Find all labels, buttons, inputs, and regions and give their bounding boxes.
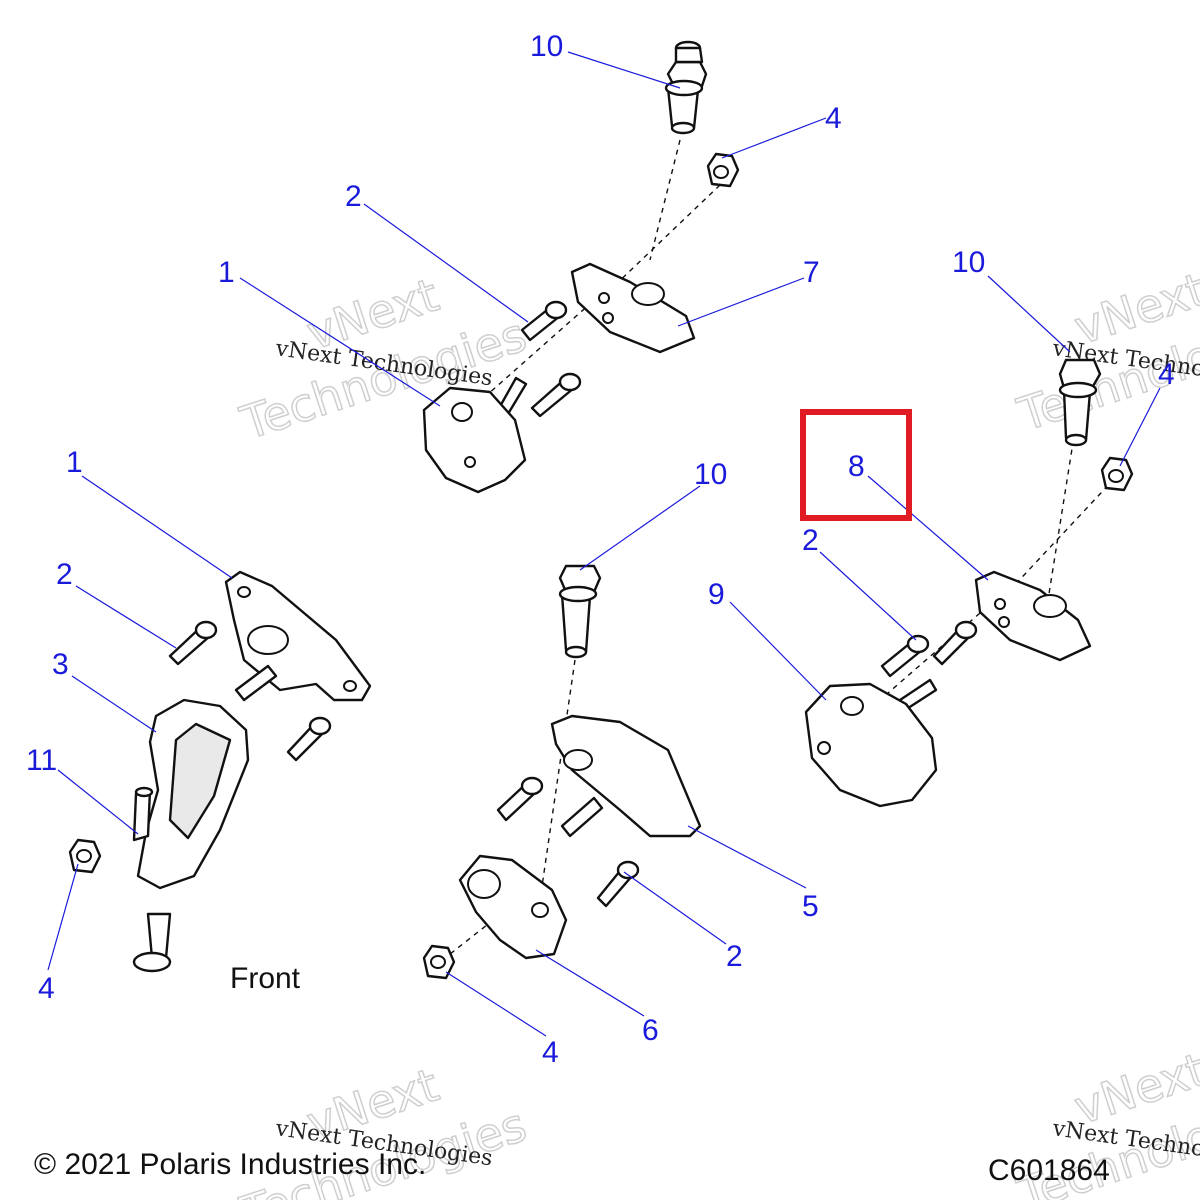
tow-hook-part-3 (136, 698, 250, 890)
callout-1-left: 1 (66, 446, 83, 479)
leader-line (535, 949, 645, 1017)
callouts: 10 4 2 1 7 10 4 8 2 9 10 1 2 3 11 4 5 2 … (26, 30, 1175, 1069)
leader-line (445, 971, 547, 1037)
callout-4-mid: 4 (542, 1036, 559, 1069)
callout-2-left: 2 (56, 558, 73, 591)
leader-line (819, 551, 917, 641)
leader-line (579, 485, 701, 571)
flange-nut (706, 152, 740, 188)
leader-line (677, 277, 805, 327)
top-assembly (422, 40, 740, 494)
button-head-bolt (132, 912, 172, 973)
callout-2-right: 2 (802, 524, 819, 557)
callout-2-mid: 2 (726, 940, 743, 973)
button-head-bolt (932, 620, 978, 666)
watermark-top-right: vNext Technologies (1010, 261, 1200, 442)
engine-mount-part-1 (224, 570, 372, 702)
front-label: Front (230, 962, 301, 995)
engine-mount-part-5 (550, 714, 702, 838)
leader-line (721, 117, 827, 159)
assembly-line (539, 659, 576, 901)
middle-assembly (422, 564, 702, 980)
callout-10-top: 10 (530, 30, 563, 63)
leader-line (687, 825, 807, 889)
left-assembly (68, 570, 372, 973)
leader-line (867, 475, 989, 581)
callout-1-top: 1 (218, 256, 235, 289)
callout-8: 8 (848, 450, 865, 483)
copyright-text: © 2021 Polaris Industries Inc. (34, 1148, 426, 1181)
leader-line (729, 601, 827, 701)
highlight-box (800, 409, 912, 521)
leader-line (1119, 387, 1161, 467)
bushing-part-11 (132, 786, 154, 842)
callout-10-right: 10 (952, 246, 985, 279)
flange-nut (68, 838, 102, 874)
assembly-line (444, 894, 526, 959)
assembly-line (469, 294, 601, 411)
flange-nut (1100, 456, 1134, 492)
callout-6: 6 (642, 1014, 659, 1047)
button-head-bolt (596, 860, 640, 908)
leader-line (567, 51, 681, 89)
callout-4-top: 4 (825, 102, 842, 135)
button-head-bolt (168, 620, 218, 666)
callout-7: 7 (803, 256, 820, 289)
leader-line (987, 275, 1071, 353)
stud (560, 796, 604, 838)
flange-bolt (664, 40, 708, 135)
engine-mount-part-9 (804, 682, 938, 808)
flange-bolt (1058, 358, 1102, 447)
stud (234, 664, 278, 702)
assembly-line (879, 599, 996, 701)
assembly-line (1047, 429, 1076, 601)
callout-4-left: 4 (38, 972, 55, 1005)
leader-line (71, 675, 157, 733)
button-head-bolt (496, 776, 544, 822)
bracket-part-8 (974, 570, 1092, 662)
button-head-bolt (520, 300, 568, 342)
flange-bolt (558, 564, 602, 659)
leader-line (75, 585, 177, 649)
callout-5: 5 (802, 890, 819, 923)
assembly-line (1009, 477, 1116, 591)
callout-4-right: 4 (1158, 358, 1175, 391)
callout-10-mid: 10 (694, 458, 727, 491)
leader-line (81, 475, 233, 579)
flange-nut (422, 944, 456, 980)
leader-line (239, 277, 441, 407)
callout-2-top: 2 (345, 180, 362, 213)
leader-line (57, 769, 139, 835)
callout-3: 3 (52, 648, 69, 681)
button-head-bolt (880, 634, 930, 678)
button-head-bolt (530, 372, 582, 418)
bracket-part-7 (570, 262, 696, 354)
callout-11: 11 (26, 744, 57, 777)
engine-mount-part-1 (422, 386, 527, 494)
leader-line (47, 863, 79, 971)
leader-line (363, 203, 529, 323)
leader-line (623, 871, 727, 945)
drawing-number: C601864 (988, 1154, 1110, 1187)
right-assembly (804, 358, 1134, 808)
bracket-part-6 (458, 854, 568, 960)
callout-9: 9 (708, 578, 725, 611)
button-head-bolt (286, 716, 332, 762)
leader-lines (47, 51, 1161, 1037)
assembly-line (649, 139, 681, 261)
